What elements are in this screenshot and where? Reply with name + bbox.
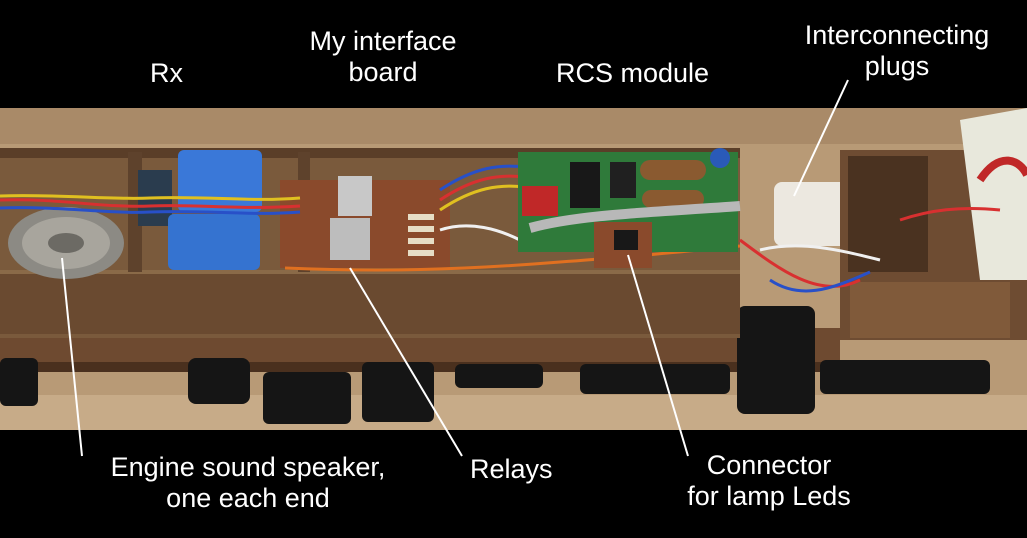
plugs-label-line2: plugs <box>864 51 930 81</box>
connector-label: Connector for lamp Leds <box>676 450 862 512</box>
rx-label: Rx <box>150 58 183 89</box>
speaker-leader-line <box>61 257 83 457</box>
relay-1 <box>338 176 372 216</box>
foam-block-bottom <box>168 214 260 270</box>
battery-pack <box>960 108 1027 280</box>
wheel-blocks <box>0 306 990 424</box>
interface-board-label: My interface board <box>296 26 470 88</box>
relays-leader-line <box>349 267 463 457</box>
connector-leader-line <box>627 254 689 457</box>
relays-label: Relays <box>470 454 553 485</box>
connector-label-line2: for lamp Leds <box>687 481 851 511</box>
rcs-module-label: RCS module <box>556 58 709 89</box>
speaker-label-line2: one each end <box>166 483 330 513</box>
interface-board-label-line2: board <box>348 57 418 87</box>
relays-label-text: Relays <box>470 454 553 484</box>
rx-label-text: Rx <box>150 58 183 88</box>
plugs-label-line1: Interconnecting <box>804 20 990 50</box>
rcs-module-label-text: RCS module <box>556 58 710 88</box>
speaker-label: Engine sound speaker, one each end <box>88 452 408 514</box>
relay-2 <box>330 218 370 260</box>
connector-label-line1: Connector <box>706 450 832 480</box>
interface-board-label-line1: My interface <box>309 26 457 56</box>
plugs-leader-line <box>793 79 849 197</box>
speaker-label-line1: Engine sound speaker, <box>110 452 386 482</box>
plugs-label: Interconnecting plugs <box>790 20 1004 82</box>
speaker-left <box>8 207 124 279</box>
